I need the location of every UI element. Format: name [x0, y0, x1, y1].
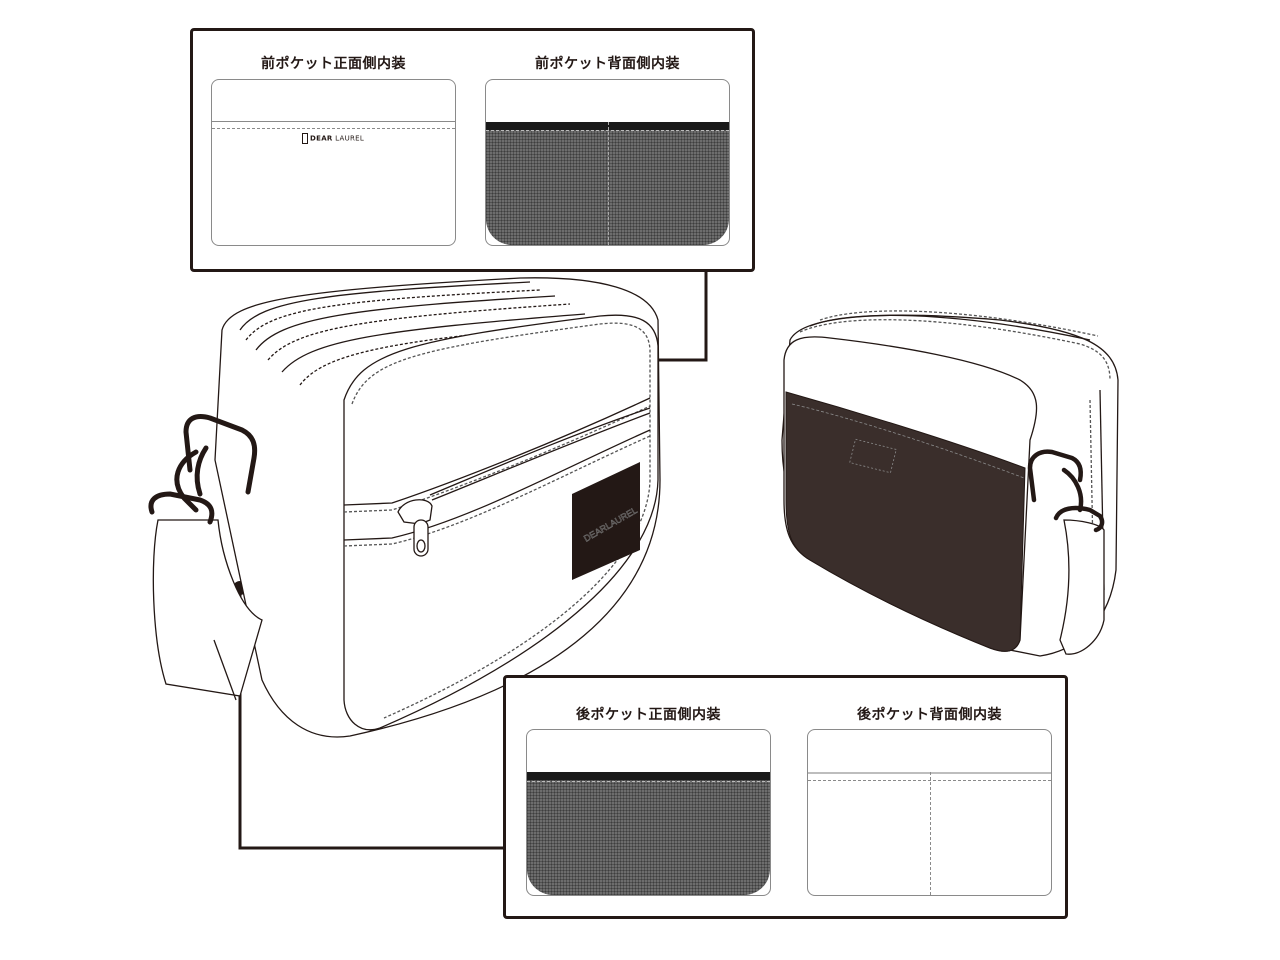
buckle-hook-right-icon	[1027, 449, 1105, 533]
pocket-panel-back-pocket-back-side	[807, 729, 1052, 896]
front-pocket-callout: 前ポケット正面側内装 DEAR LAUREL 前ポケット背面側内装	[190, 28, 755, 272]
strap-right	[1059, 519, 1105, 655]
panel-title-front-pocket-back-side: 前ポケット背面側内装	[535, 56, 680, 72]
panel-title-back-pocket-back-side: 後ポケット背面側内装	[857, 707, 1002, 723]
panel-title-front-pocket-front-side: 前ポケット正面側内装	[261, 56, 406, 72]
binding-band	[486, 122, 729, 130]
strap-left	[152, 519, 263, 701]
pocket-panel-back-pocket-front-side	[526, 729, 771, 896]
center-divider	[930, 772, 931, 895]
brand-label: DEAR LAUREL	[302, 133, 364, 144]
zipper-pull-icon	[397, 499, 433, 557]
pocket-panel-front-pocket-front-side: DEAR LAUREL	[211, 79, 456, 246]
brand-tag-icon	[302, 133, 308, 144]
logo-patch: DEARLAUREL	[572, 462, 640, 580]
mesh-lining	[486, 122, 729, 245]
mesh-lining	[527, 772, 770, 895]
bag-front-view	[214, 277, 661, 738]
buckle-hook-icon	[148, 414, 258, 525]
binding-band	[527, 772, 770, 780]
panel-title-back-pocket-front-side: 後ポケット正面側内装	[576, 707, 721, 723]
pocket-panel-front-pocket-back-side	[485, 79, 730, 246]
back-pocket-callout: 後ポケット正面側内装 後ポケット背面側内装	[503, 675, 1068, 919]
